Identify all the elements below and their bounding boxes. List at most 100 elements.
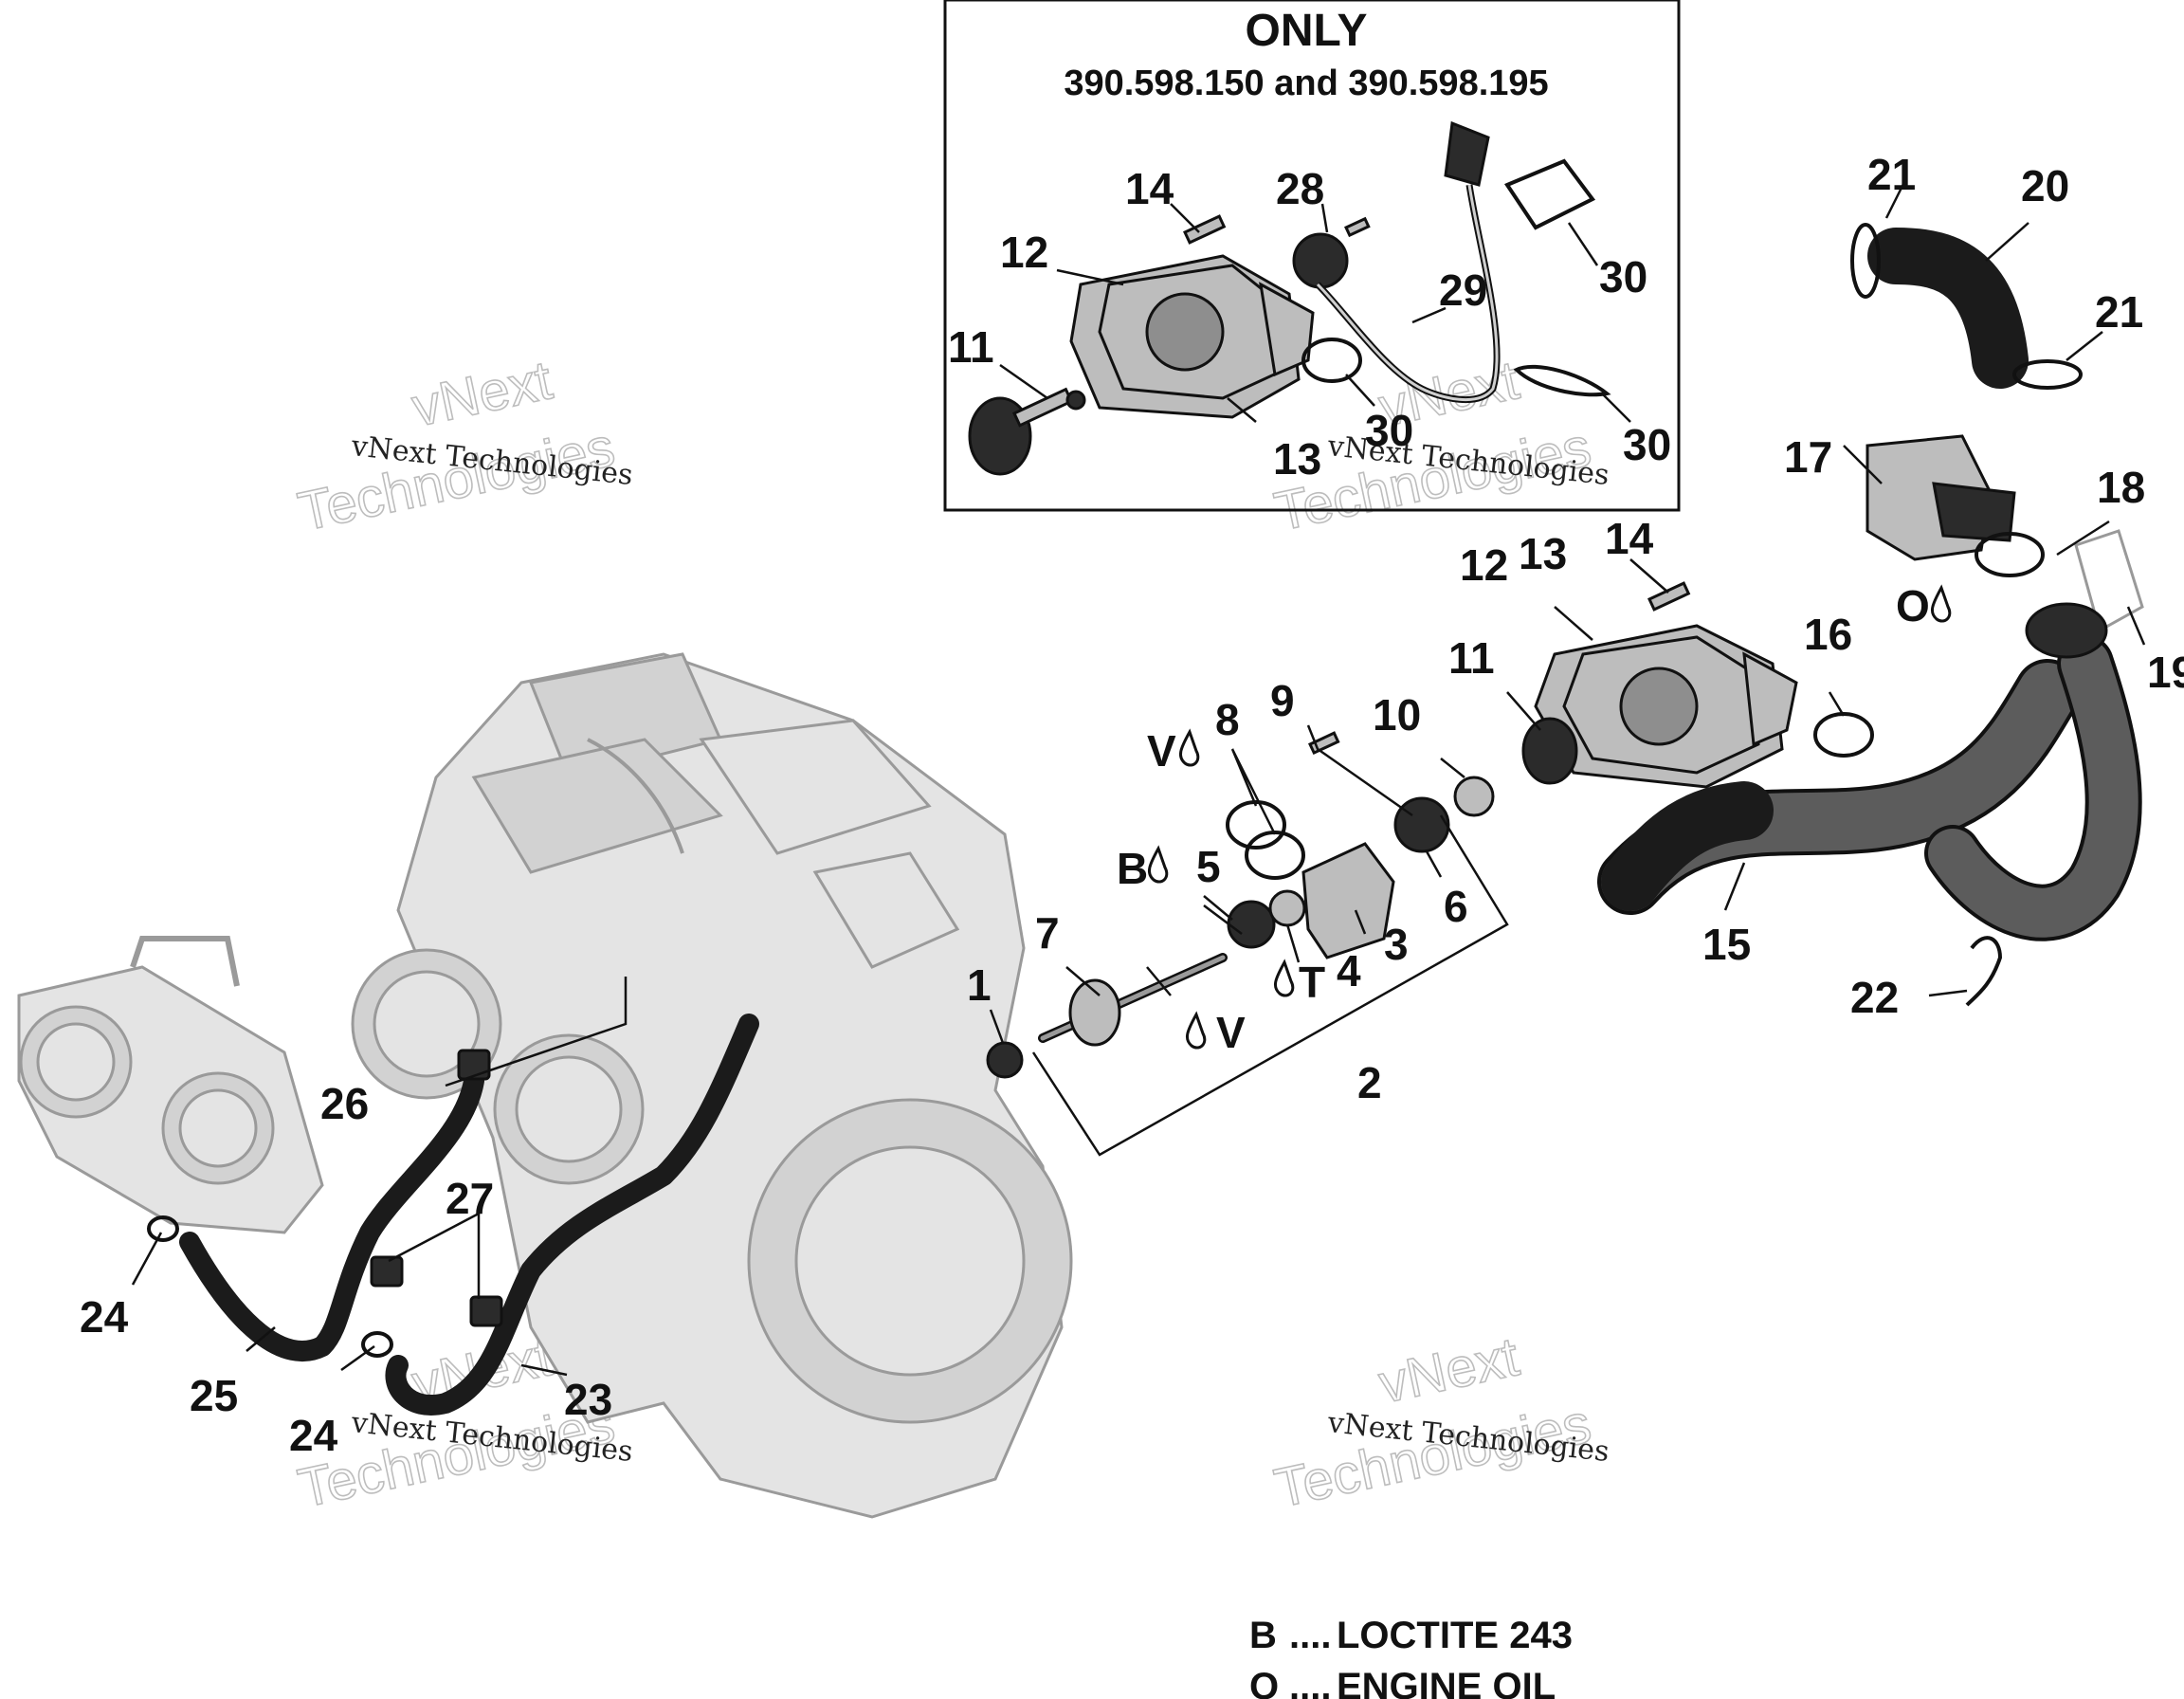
code-v-top: V [1147, 726, 1200, 776]
callouts: 14 28 12 11 13 29 30 30 30 21 20 21 17 1… [80, 150, 2184, 1460]
clamp-24a [147, 1215, 179, 1242]
bolt-14 [1647, 581, 1691, 612]
callout-9: 9 [1270, 676, 1295, 725]
product-codes: V B T V O [1117, 581, 1952, 1057]
legend-row-o: O .... ENGINE OIL [1249, 1666, 1556, 1699]
drop-icon [1273, 959, 1295, 997]
callout-24-b: 24 [289, 1411, 338, 1460]
watermark-top-left: vNext Technologies vNext Technologies [292, 349, 634, 544]
callout-11: 11 [1448, 633, 1495, 683]
callout-13-inset: 13 [1273, 434, 1321, 484]
callout-3: 3 [1384, 920, 1409, 969]
main-pump-housing [1521, 581, 1874, 789]
callout-6: 6 [1444, 882, 1468, 931]
inset-cable-ties [1301, 158, 1611, 397]
svg-text:....: .... [1289, 1615, 1331, 1656]
svg-text:O: O [1249, 1666, 1279, 1699]
impeller-11 [1521, 717, 1578, 785]
inset-box: ONLY 390.598.150 and 390.598.195 [943, 0, 1681, 512]
legend: B .... LOCTITE 243 O .... ENGINE OIL [1249, 1615, 1573, 1699]
housing-3 [1301, 842, 1395, 959]
callout-30-c: 30 [1623, 420, 1671, 469]
pump-shaft-assembly [986, 731, 1509, 1157]
callout-5: 5 [1196, 842, 1221, 891]
throttle-body [17, 936, 324, 1234]
callout-17: 17 [1784, 432, 1832, 482]
callout-13: 13 [1519, 529, 1567, 578]
drop-icon [1930, 584, 1952, 623]
callout-11-inset: 11 [948, 322, 994, 372]
svg-text:vNext: vNext [1374, 1325, 1524, 1415]
code-v-bottom: V [1185, 1008, 1246, 1057]
hose-clip-26 [457, 1049, 491, 1081]
svg-text:V: V [1147, 726, 1176, 776]
clip-22 [1965, 936, 2003, 1007]
gasket-18 [1975, 532, 2045, 577]
inset-subtitle: 390.598.150 and 390.598.195 [1064, 64, 1548, 103]
callout-21-a: 21 [1867, 150, 1916, 199]
callout-26: 26 [320, 1079, 369, 1128]
coolant-hose-15 [1597, 602, 2142, 1007]
svg-text:....: .... [1289, 1666, 1331, 1699]
callout-20: 20 [2021, 161, 2069, 210]
callout-27: 27 [446, 1174, 494, 1223]
drop-icon [1178, 728, 1200, 767]
callout-30-a: 30 [1599, 252, 1647, 301]
svg-text:ENGINE OIL: ENGINE OIL [1337, 1666, 1556, 1699]
callout-16: 16 [1804, 610, 1852, 659]
seal-4 [1268, 889, 1306, 927]
drop-icon [1185, 1011, 1207, 1050]
callout-7: 7 [1035, 908, 1060, 958]
callout-14-inset: 14 [1125, 164, 1174, 213]
seal-6 [1393, 796, 1450, 853]
callout-12-inset: 12 [1000, 228, 1048, 277]
inset-pump-housing [1069, 254, 1315, 419]
callout-4: 4 [1337, 946, 1361, 996]
bearing-1 [986, 1041, 1024, 1079]
svg-text:V: V [1216, 1008, 1246, 1057]
drive-gear-7 [1068, 978, 1121, 1047]
hoses-left [147, 1014, 759, 1416]
callout-8: 8 [1215, 695, 1240, 744]
svg-text:LOCTITE 243: LOCTITE 243 [1337, 1615, 1573, 1656]
hose-clamp-27a [370, 1255, 404, 1288]
callout-22: 22 [1850, 973, 1899, 1022]
drop-icon [1147, 845, 1169, 884]
callout-19: 19 [2147, 648, 2184, 697]
hose-clamp-27b [469, 1295, 503, 1327]
callout-18: 18 [2097, 463, 2145, 512]
elbow-hose-20 [1850, 223, 2083, 390]
callout-24-a: 24 [80, 1292, 129, 1342]
callout-23: 23 [564, 1375, 612, 1424]
callout-25: 25 [190, 1371, 238, 1420]
clamp-16 [1813, 712, 1874, 758]
inset-impeller [968, 387, 1086, 476]
clip-19 [2074, 529, 2144, 633]
svg-text:B: B [1117, 844, 1148, 893]
callout-15: 15 [1702, 920, 1751, 969]
watermark-bottom-right: vNext Technologies vNext Technologies [1268, 1325, 1611, 1521]
code-b: B [1117, 844, 1169, 893]
callout-29: 29 [1439, 265, 1487, 315]
code-t: T [1273, 958, 1325, 1007]
callout-10: 10 [1373, 690, 1421, 740]
clamp-21a [1850, 223, 1881, 299]
inset-bolt [1183, 214, 1227, 245]
callout-2: 2 [1357, 1058, 1382, 1107]
callout-12: 12 [1460, 540, 1508, 590]
clamp-21b [2012, 359, 2083, 390]
o-ring-8b [1245, 831, 1305, 880]
callout-28: 28 [1276, 164, 1324, 213]
code-o: O [1896, 581, 1952, 630]
inset-sensor-cap [1292, 216, 1371, 289]
svg-text:T: T [1299, 958, 1325, 1007]
svg-text:vNext: vNext [407, 349, 557, 438]
leader-lines [131, 179, 2146, 1377]
inset-title: ONLY [1246, 6, 1368, 56]
thermostat-housing [1866, 434, 2144, 633]
legend-row-b: B .... LOCTITE 243 [1249, 1615, 1573, 1656]
callout-30-b: 30 [1365, 406, 1413, 455]
callout-14: 14 [1605, 514, 1654, 563]
callout-1: 1 [967, 960, 992, 1010]
